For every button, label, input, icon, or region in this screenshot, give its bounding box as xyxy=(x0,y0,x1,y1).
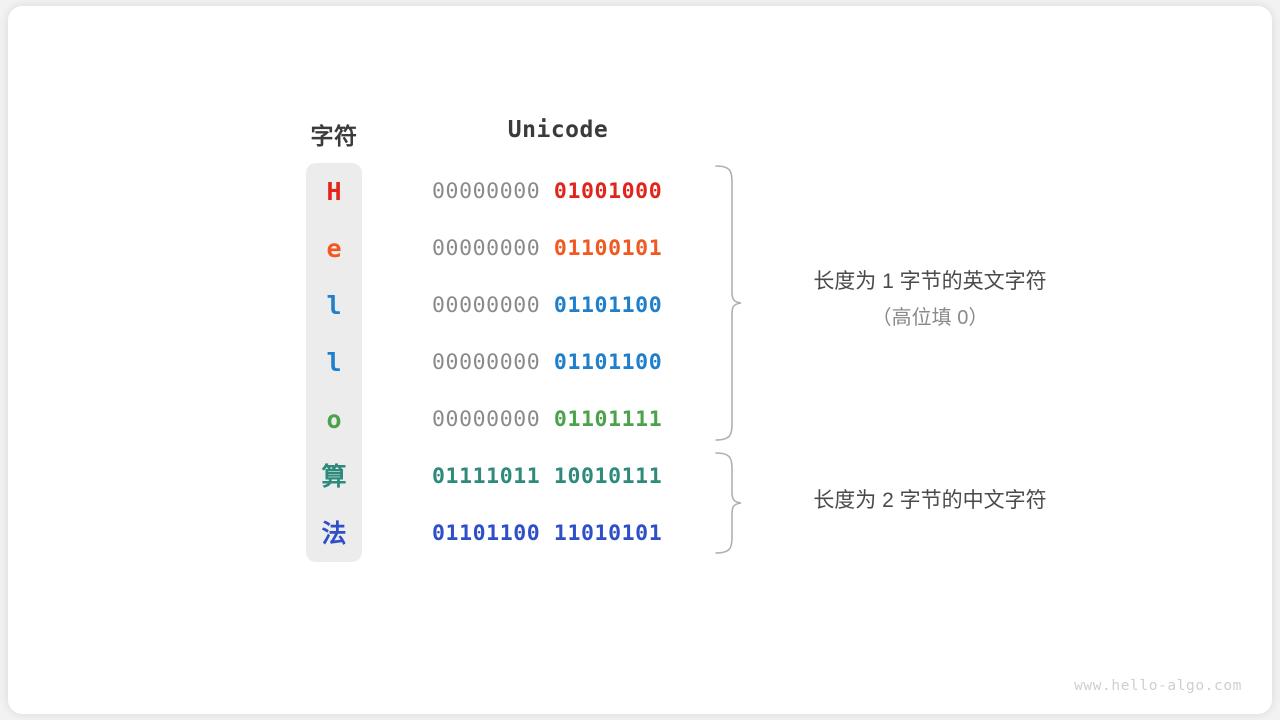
row-high-byte: 00000000 xyxy=(432,407,541,432)
row-high-byte: 00000000 xyxy=(432,293,541,318)
encoding-row: 算 01111011 10010111 xyxy=(0,448,1280,505)
row-unicode-bits: 00000000 01001000 xyxy=(432,163,684,220)
row-character: H xyxy=(326,177,342,206)
row-unicode-bits: 00000000 01101100 xyxy=(432,277,684,334)
row-high-byte: 01111011 xyxy=(432,464,541,489)
watermark: www.hello-algo.com xyxy=(1074,678,1242,694)
row-unicode-bits: 00000000 01101111 xyxy=(432,391,684,448)
row-high-byte: 01101100 xyxy=(432,521,541,546)
encoding-row-list: H 00000000 01001000 e 00000000 01100101 l 000… xyxy=(0,163,1280,562)
row-character: 算 xyxy=(321,462,347,491)
row-high-byte: 00000000 xyxy=(432,236,541,261)
annotation-one-byte-main: 长度为 1 字节的英文字符 xyxy=(813,270,1047,293)
row-low-byte: 01101100 xyxy=(553,293,663,318)
row-character: l xyxy=(326,291,342,320)
column-header-unicode: Unicode xyxy=(507,117,609,143)
row-low-byte: 01101100 xyxy=(553,350,663,375)
row-high-byte: 00000000 xyxy=(432,179,541,204)
row-unicode-bits: 00000000 01101100 xyxy=(432,334,684,391)
row-low-byte: 01101111 xyxy=(553,407,663,432)
row-character: e xyxy=(326,234,342,263)
encoding-row: o 00000000 01101111 xyxy=(0,391,1280,448)
column-header-character: 字符 xyxy=(310,124,358,150)
annotation-two-byte: 长度为 2 字节的中文字符 xyxy=(760,483,1100,519)
row-low-byte: 10010111 xyxy=(553,464,663,489)
character-column-panel xyxy=(306,163,362,562)
row-character: o xyxy=(326,405,342,434)
figure-card xyxy=(8,6,1272,714)
row-low-byte: 01001000 xyxy=(553,179,663,204)
row-low-byte: 01100101 xyxy=(553,236,663,261)
annotation-one-byte: 长度为 1 字节的英文字符 （高位填 0） xyxy=(760,264,1100,336)
row-high-byte: 00000000 xyxy=(432,350,541,375)
row-unicode-bits: 01111011 10010111 xyxy=(432,448,684,505)
row-unicode-bits: 00000000 01100101 xyxy=(432,220,684,277)
row-low-byte: 11010101 xyxy=(553,521,663,546)
encoding-row: 法 01101100 11010101 xyxy=(0,505,1280,562)
encoding-row: H 00000000 01001000 xyxy=(0,163,1280,220)
annotation-one-byte-sub: （高位填 0） xyxy=(871,307,989,329)
annotation-two-byte-main: 长度为 2 字节的中文字符 xyxy=(813,489,1047,512)
encoding-row: l 00000000 01101100 xyxy=(0,334,1280,391)
encoding-row: e 00000000 01100101 xyxy=(0,220,1280,277)
encoding-row: l 00000000 01101100 xyxy=(0,277,1280,334)
row-unicode-bits: 01101100 11010101 xyxy=(432,505,684,562)
row-character: l xyxy=(326,348,342,377)
row-character: 法 xyxy=(321,519,347,548)
